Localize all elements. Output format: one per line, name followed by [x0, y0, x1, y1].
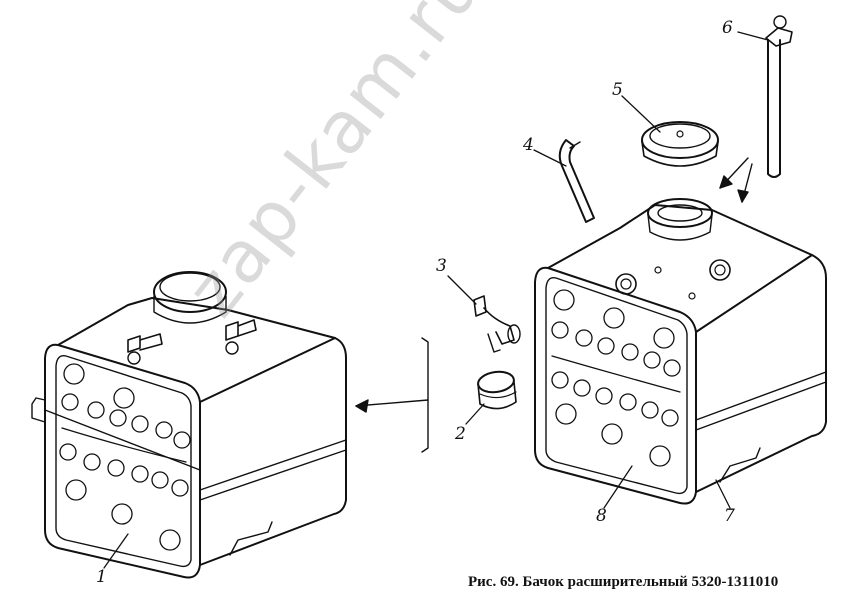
assembly-arrows: [355, 157, 753, 453]
right-tank-top: [547, 204, 813, 333]
left-tank-front-face: [44, 343, 201, 579]
right-tank-foot: [719, 447, 761, 483]
leader-7: [715, 479, 731, 509]
right-boss-a-inner: [620, 278, 632, 290]
callout-3: 3: [436, 256, 447, 276]
right-tank-front-face: [534, 266, 697, 505]
arrow-to-left-tank: [355, 399, 429, 407]
figure-caption: Рис. 69. Бачок расширительный 5320-13110…: [468, 574, 779, 590]
part-5-cap: [641, 121, 719, 167]
assembly-bracket: [421, 337, 429, 453]
right-boss-b-inner: [714, 264, 726, 276]
left-filler-cap-top: [159, 272, 221, 302]
right-tank-band: [695, 371, 827, 431]
callout-1: 1: [96, 567, 107, 587]
left-fitting-a-nut: [127, 351, 141, 365]
left-fitting-a: [127, 333, 163, 353]
callout-6: 6: [722, 18, 733, 38]
left-panel-embossing: [59, 363, 191, 551]
leader-2: [465, 403, 485, 425]
left-filler-neck: [153, 295, 227, 324]
part-6-tube: [765, 15, 793, 178]
right-boss-a: [615, 273, 637, 295]
part-3-fitting: [473, 295, 521, 353]
leader-5: [621, 95, 661, 133]
left-tank-foot: [229, 521, 273, 556]
left-tank-band: [44, 409, 347, 501]
right-boss-b: [709, 259, 731, 281]
left-tank-right-side: [199, 337, 347, 566]
callout-8: 8: [596, 506, 607, 526]
leader-6: [737, 31, 769, 41]
left-tank-top: [57, 297, 336, 403]
callout-5: 5: [612, 80, 623, 100]
left-tank-front-panel: [55, 355, 192, 568]
left-tank-side-tab: [31, 397, 46, 423]
callout-7: 7: [724, 506, 735, 526]
right-filler-neck-wall: [647, 214, 713, 241]
leader-4: [533, 149, 567, 167]
part-2-ring: [477, 370, 517, 410]
leader-3: [447, 275, 477, 305]
left-fitting-b: [225, 319, 257, 341]
right-tank-front-panel: [545, 277, 688, 495]
left-tank: [31, 271, 347, 579]
left-filler-cap: [153, 271, 227, 313]
callout-2: 2: [455, 424, 466, 444]
leader-lines: [103, 31, 769, 569]
right-panel-embossing: [551, 289, 681, 467]
leader-1: [103, 533, 129, 569]
left-fitting-b-nut: [225, 341, 239, 355]
right-filler-neck-inner: [657, 204, 703, 222]
right-filler-neck: [647, 198, 713, 228]
leader-8: [603, 465, 633, 509]
right-tank: [534, 198, 827, 505]
part-4-hose: [558, 139, 595, 223]
right-tank-right-side: [695, 254, 827, 493]
callout-4: 4: [523, 135, 534, 155]
